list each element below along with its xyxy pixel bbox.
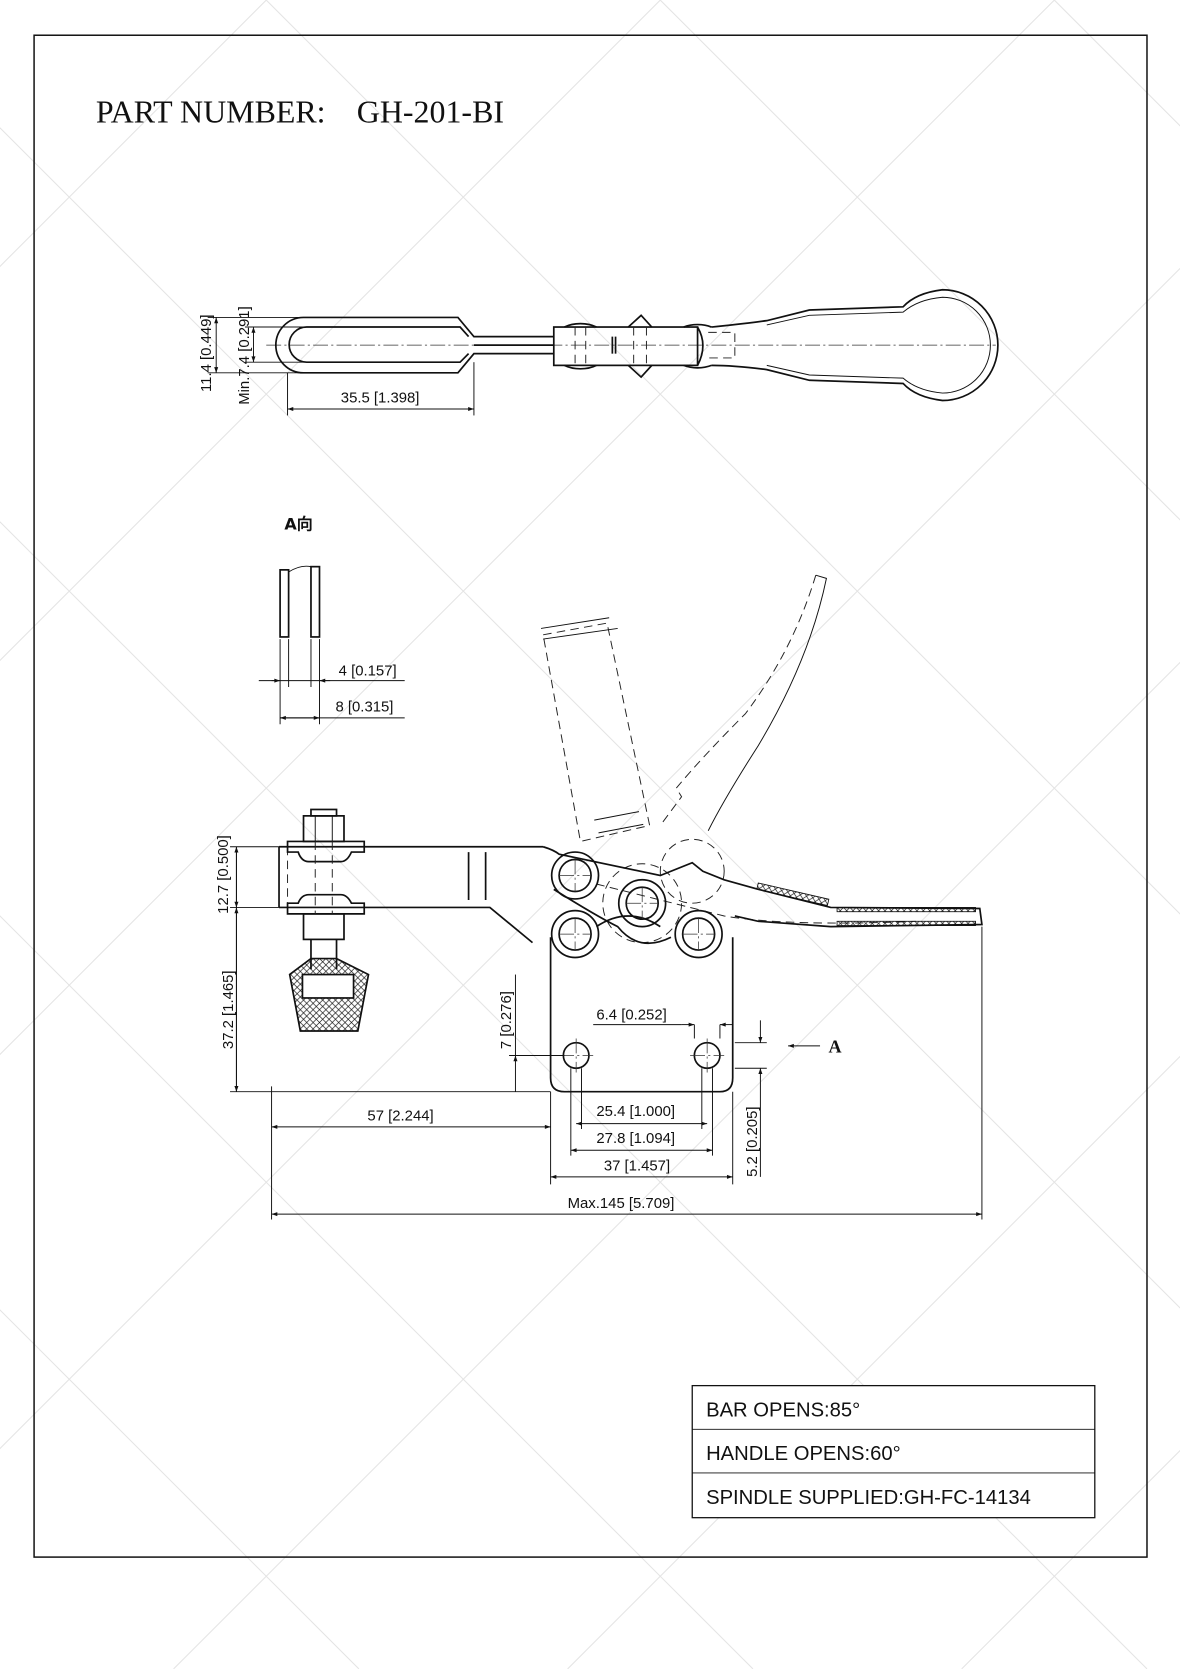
watermark-line — [0, 915, 754, 1669]
watermark-line — [0, 0, 1055, 1056]
dim-hole-outer: 27.8 [1.094] — [596, 1131, 675, 1147]
view-a: A向 4 [0.157] 8 [0.315] — [258, 514, 405, 725]
dim-overall: Max.145 [5.709] — [568, 1196, 675, 1212]
dim-bar-height: 12.7 [0.500] — [216, 835, 232, 914]
spindle — [286, 808, 370, 1032]
dim-reach: 57 [2.244] — [367, 1108, 433, 1124]
dim-width: 8 [0.315] — [335, 699, 393, 715]
dim-thickness: 4 [0.157] — [339, 663, 397, 679]
dim-hole-spacing: 25.4 [1.000] — [596, 1104, 675, 1120]
spec-spindle-supplied: SPINDLE SUPPLIED:GH-FC-14134 — [706, 1487, 1031, 1509]
dim-loop-length: 35.5 [1.398] — [341, 391, 420, 407]
top-view: 11.4 [0.449] Min.7.4 [0.291] 35.5 [1.398… — [199, 288, 999, 416]
watermark-line — [0, 0, 661, 662]
spec-bar-opens: BAR OPENS:85° — [706, 1400, 860, 1422]
dim-hole-height: 7 [0.276] — [499, 991, 515, 1049]
dim-hole-slot: 5.2 [0.205] — [745, 1107, 761, 1177]
part-number-value: GH-201-BI — [357, 95, 504, 130]
watermark-line — [0, 1309, 360, 1669]
spec-handle-opens: HANDLE OPENS:60° — [706, 1443, 901, 1465]
spec-table: BAR OPENS:85° HANDLE OPENS:60° SPINDLE S… — [691, 1384, 1096, 1519]
dim-inner-width: Min.7.4 [0.291] — [237, 306, 253, 405]
side-view: 12.7 [0.500] 37.2 [1.465] 7 [0.276] 6.4 … — [216, 574, 983, 1220]
watermark-line — [659, 0, 1180, 521]
dim-hole-diameter: 6.4 [0.252] — [596, 1007, 666, 1023]
view-a-label: A向 — [284, 514, 312, 533]
part-number-label: PART NUMBER: — [96, 95, 326, 130]
dim-outer-width: 11.4 [0.449] — [199, 314, 215, 392]
pivot-pins — [550, 851, 723, 959]
view-a-arrow-label: A — [829, 1036, 842, 1056]
watermark-line — [173, 661, 1180, 1669]
watermark-line — [265, 0, 1180, 915]
dim-bar-to-base: 37.2 [1.465] — [221, 970, 237, 1049]
dim-base-length: 37 [1.457] — [604, 1159, 670, 1175]
sheet-border — [33, 34, 1148, 1558]
